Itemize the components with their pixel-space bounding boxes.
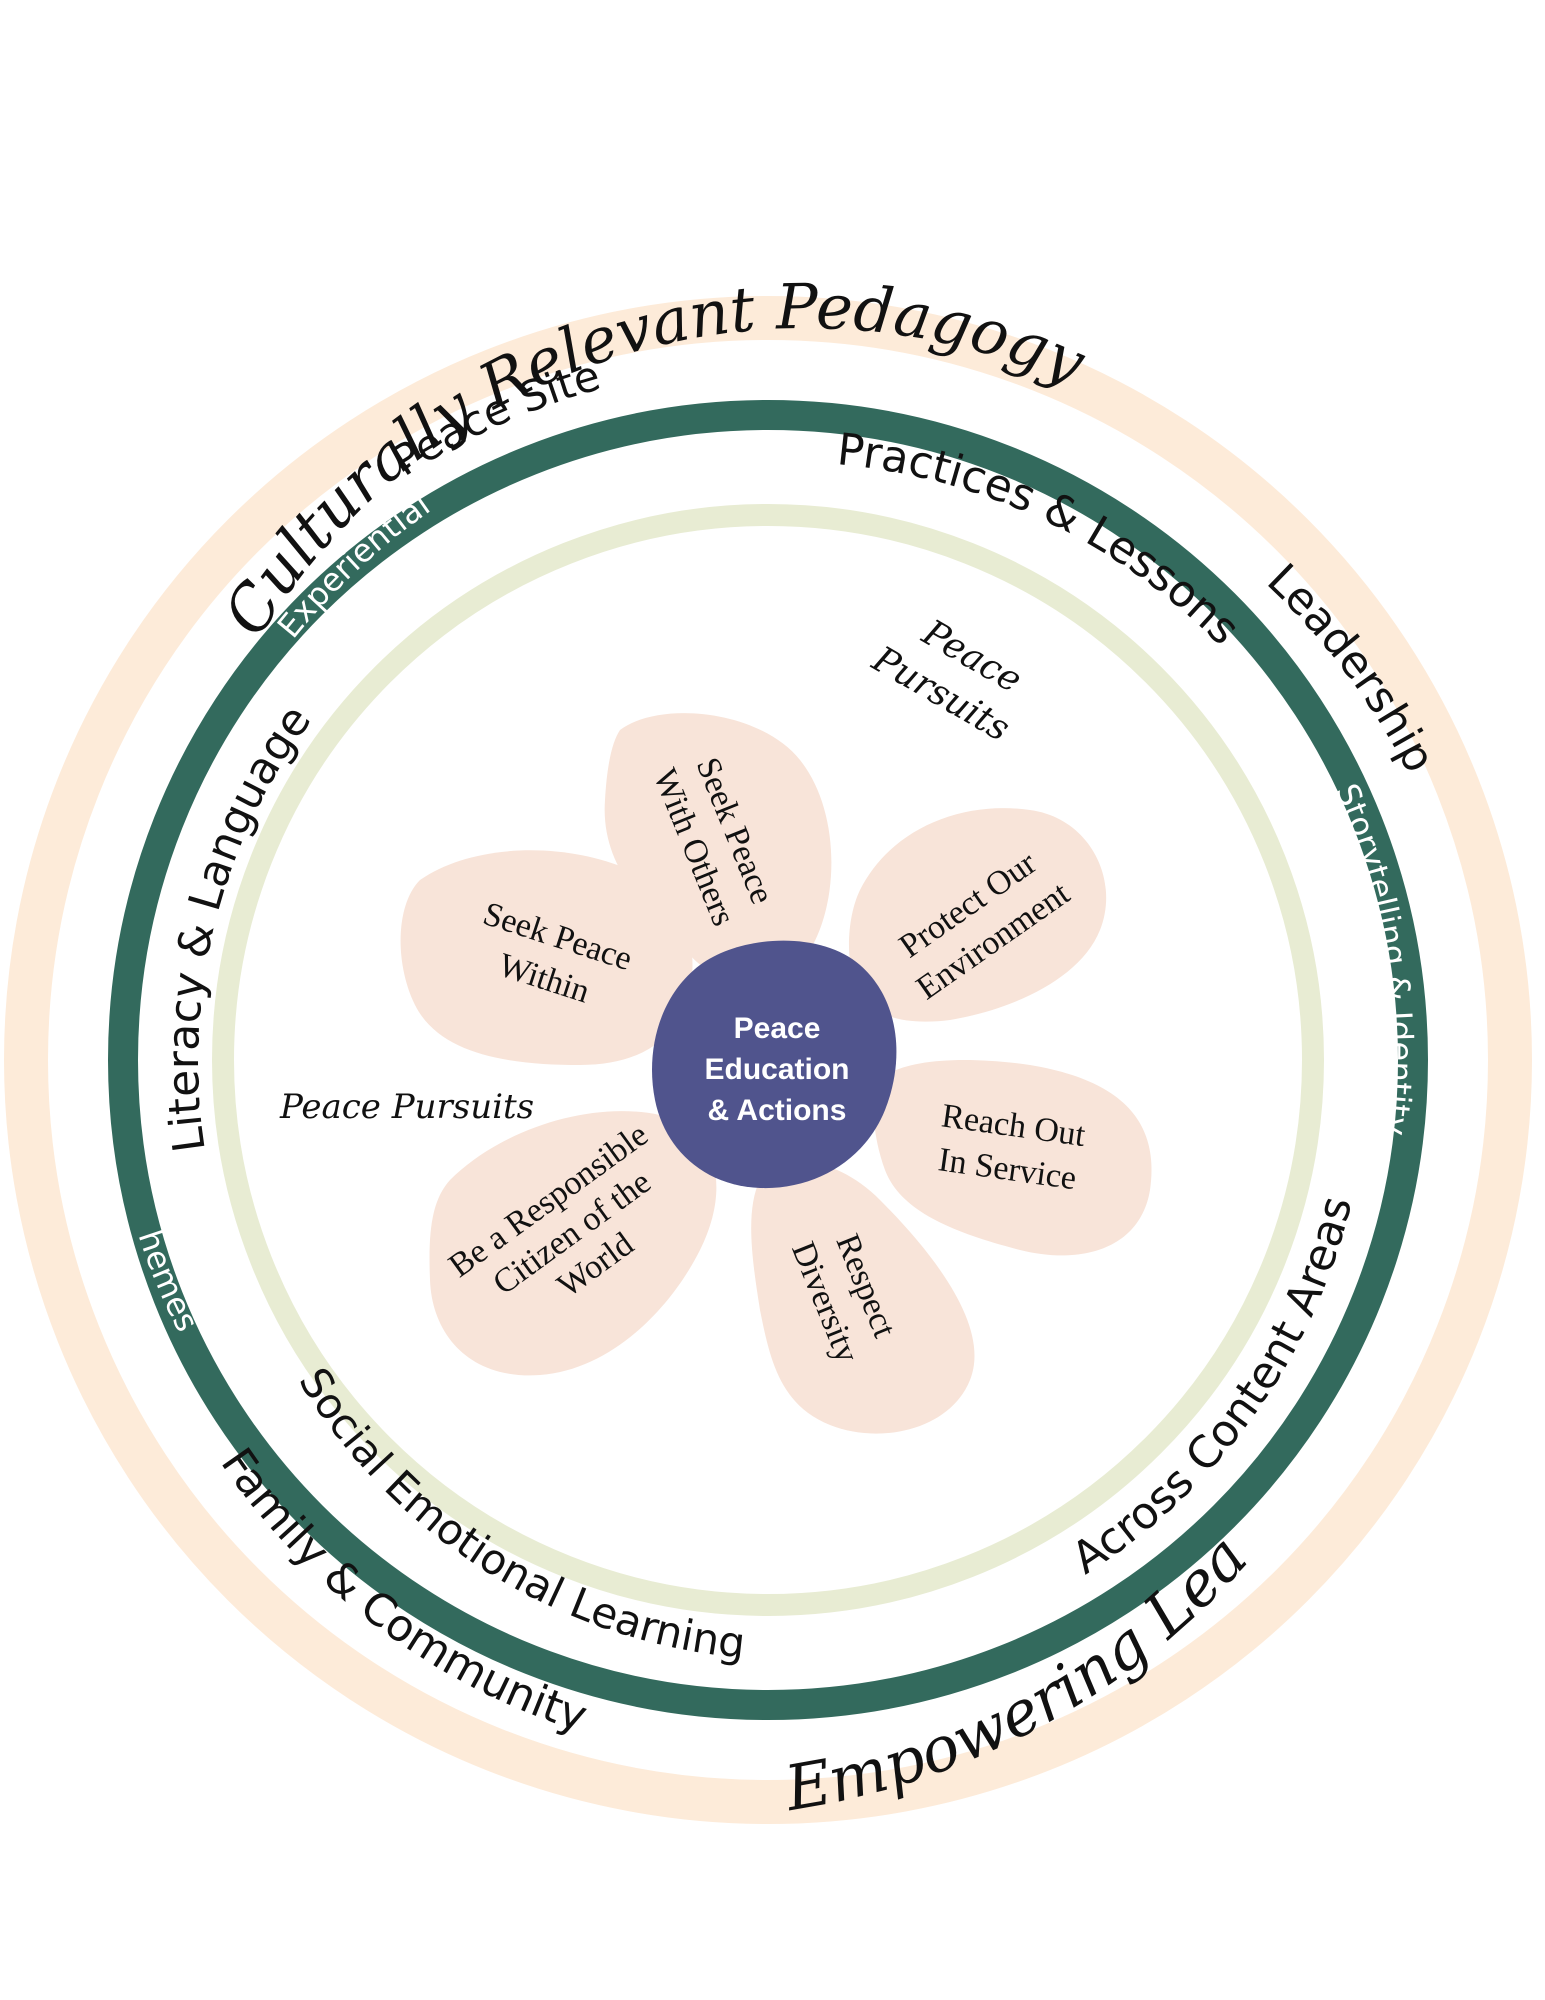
center-line-3: & Actions (708, 1094, 847, 1127)
center-line-1: Peace (734, 1012, 821, 1045)
outer-peach-ring (4, 296, 1532, 1824)
center-hub: Peace Education & Actions (652, 940, 897, 1189)
petal-responsible-citizen: Be a Responsible Citizen of the World (429, 1111, 717, 1376)
middle-green-ring (108, 400, 1428, 1720)
peace-pursuits-top: Peace Pursuits (865, 612, 1029, 750)
peace-pursuits-left: Peace Pursuits (279, 1087, 534, 1127)
petal-protect-environment: Protect Our Environment (848, 808, 1107, 1022)
inner-sage-ring (212, 504, 1324, 1616)
petal-seek-peace-within: Seek Peace Within (400, 850, 693, 1065)
petal-reach-out: Reach Out In Service (873, 1060, 1152, 1256)
center-line-2: Education (704, 1053, 849, 1086)
flower: Seek Peace With Others Protect Our Envir… (400, 713, 1152, 1434)
petal-respect-diversity: Respect Diversity (751, 1162, 975, 1434)
